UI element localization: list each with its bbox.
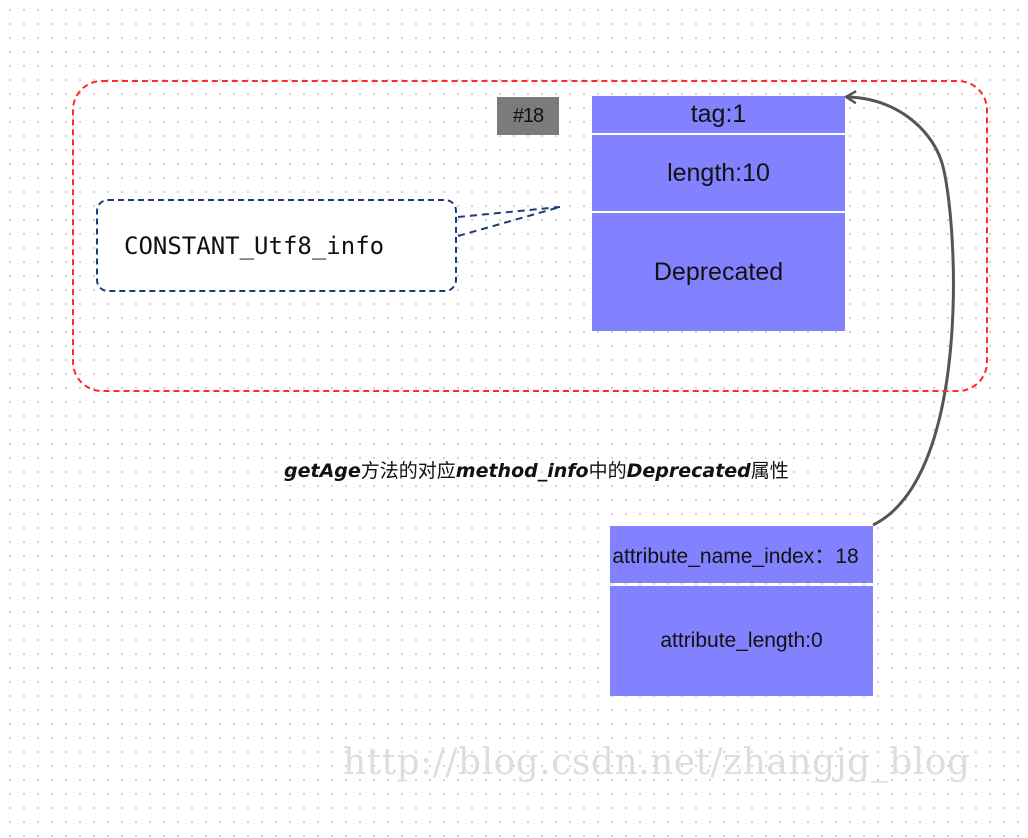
length-label: length:10: [667, 158, 770, 187]
deprecated-attribute-table: attribute_name_index：18 attribute_length…: [610, 526, 873, 696]
tag-cell: tag:1: [592, 96, 845, 133]
bytes-cell: Deprecated: [592, 213, 845, 331]
length-cell: length:10: [592, 135, 845, 211]
constant-pool-entry-group: [72, 80, 988, 392]
caption-part-2: 中的: [588, 460, 627, 482]
tag-label: tag:1: [690, 100, 747, 128]
bytes-label: Deprecated: [653, 257, 784, 286]
constant-index-tag: #18: [497, 97, 559, 135]
diagram-caption: getAge方法的对应method_info中的Deprecated属性: [284, 456, 789, 483]
watermark: http://blog.csdn.net/zhangjg_blog: [343, 742, 971, 783]
caption-method-name: getAge: [284, 460, 361, 482]
attribute-name-index-cell: attribute_name_index：18: [610, 526, 873, 583]
attribute-length-label: attribute_length:0: [660, 629, 823, 652]
structure-name-box: CONSTANT_Utf8_info: [96, 199, 457, 292]
structure-name-label: CONSTANT_Utf8_info: [124, 231, 385, 260]
caption-part-3: 属性: [750, 460, 789, 482]
attribute-name-index-label: attribute_name_index：18: [612, 544, 859, 568]
caption-part-1: 方法的对应: [360, 460, 456, 482]
caption-attribute-name: Deprecated: [626, 460, 751, 482]
caption-struct-name: method_info: [455, 460, 589, 482]
constant-utf8-table: tag:1 length:10 Deprecated: [592, 96, 845, 331]
attribute-length-cell: attribute_length:0: [610, 586, 873, 696]
